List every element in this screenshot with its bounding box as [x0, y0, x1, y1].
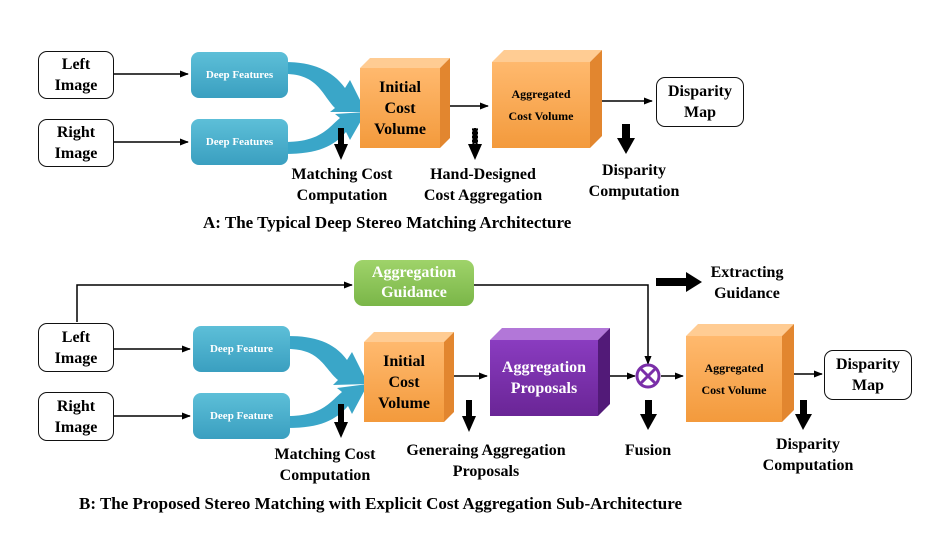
right-image-box-a: Right Image: [38, 119, 114, 167]
down-arrow-matching-cost-b: [334, 404, 348, 438]
aggregated-cost-volume-label-a: Aggregated Cost Volume: [508, 87, 574, 123]
aggregated-cost-volume-cube-b: [686, 324, 794, 422]
features-merge-arrow-b: [288, 336, 368, 428]
generating-aggregation-proposals-label-b: Generaing Aggregation Proposals: [406, 442, 566, 480]
aggregated-cost-volume-label-b: Aggregated Cost Volume: [701, 361, 767, 397]
initial-cost-volume-cube-a: [360, 58, 450, 148]
fusion-operator-icon: [635, 363, 661, 389]
fusion-label-b: Fusion: [624, 442, 672, 459]
down-arrow-disparity-b: [795, 400, 812, 430]
deep-features-box-a-1: Deep Features: [191, 52, 288, 98]
matching-cost-computation-label-a: Matching Cost Computation: [291, 166, 393, 204]
disparity-map-box-a: Disparity Map: [656, 77, 744, 127]
panel-b-title: B: The Proposed Stereo Matching with Exp…: [79, 494, 683, 513]
extracting-guidance-arrow-b: [656, 272, 702, 292]
down-arrow-matching-cost-a: [334, 128, 348, 160]
aggregated-cost-volume-cube-a: [492, 50, 602, 148]
initial-cost-volume-label-b: Initial Cost Volume: [378, 352, 430, 412]
down-arrow-fusion-b: [640, 400, 657, 430]
disparity-computation-label-b: Disparity Computation: [762, 436, 854, 474]
aggregation-proposals-cube-b: [490, 328, 610, 416]
guidance-input-line-b: [76, 281, 353, 322]
guidance-to-fusion-line-b: [474, 284, 652, 365]
hand-designed-cost-aggregation-label-a: Hand-Designed Cost Aggregation: [423, 166, 543, 204]
extracting-guidance-label-b: Extracting Guidance: [710, 264, 784, 302]
panel-b-graphics: [76, 272, 823, 438]
disparity-computation-label-a: Disparity Computation: [588, 162, 680, 200]
initial-cost-volume-cube-b: [364, 332, 454, 422]
down-arrow-generating-proposals-b: [462, 400, 476, 432]
left-image-box-a: Left Image: [38, 51, 114, 99]
deep-features-box-a-2: Deep Features: [191, 119, 288, 165]
left-image-box-b: Left Image: [38, 323, 114, 372]
initial-cost-volume-label-a: Initial Cost Volume: [374, 78, 426, 138]
down-arrow-hand-designed-a: [468, 127, 482, 160]
deep-feature-box-b-2: Deep Feature: [193, 393, 290, 439]
disparity-map-box-b: Disparity Map: [824, 350, 912, 400]
right-image-box-b: Right Image: [38, 392, 114, 441]
aggregation-proposals-label-b: Aggregation Proposals: [501, 359, 587, 397]
panel-a-graphics: [114, 50, 653, 160]
aggregation-guidance-box-b: Aggregation Guidance: [354, 260, 474, 306]
deep-feature-box-b-1: Deep Feature: [193, 326, 290, 372]
features-merge-arrow-a: [285, 62, 366, 154]
panel-a-title: A: The Typical Deep Stereo Matching Arch…: [203, 213, 572, 232]
matching-cost-computation-label-b: Matching Cost Computation: [274, 446, 376, 484]
down-arrow-disparity-a: [617, 124, 635, 154]
